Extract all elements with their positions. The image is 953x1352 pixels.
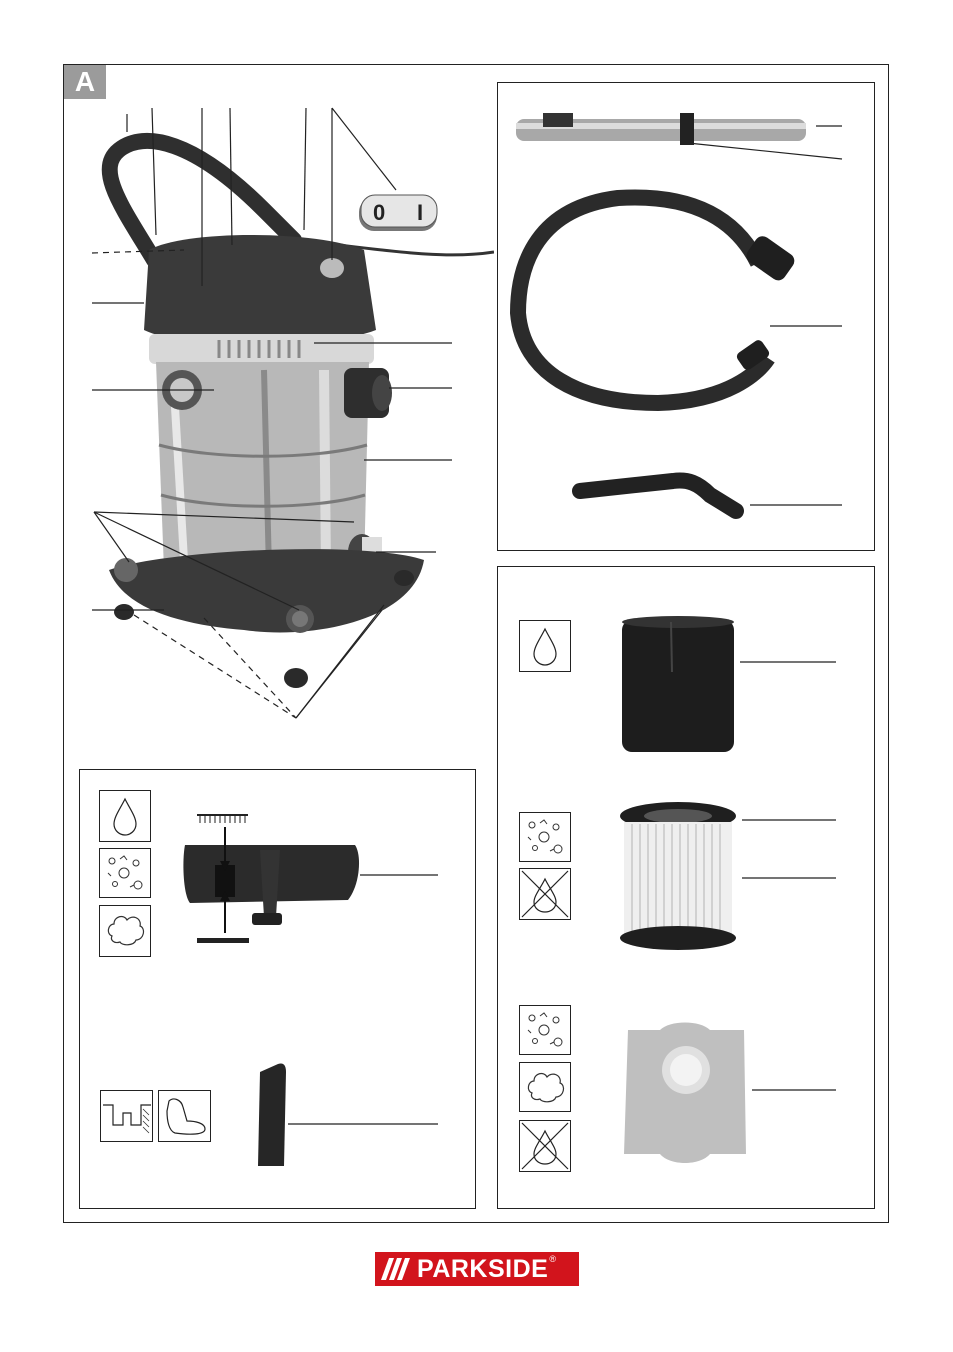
accessories-illustration <box>509 113 843 519</box>
filters-panel <box>497 566 875 1209</box>
dry-debris-icon <box>527 1012 563 1047</box>
fine-dust-icon-box-floor <box>99 905 151 957</box>
paper-dust-bag <box>624 1022 746 1163</box>
brand-name: PARKSIDE <box>417 1255 549 1283</box>
dry-icon-box <box>519 812 571 862</box>
brand-registered-mark: ® <box>549 1254 556 1264</box>
crevice-icon <box>103 1104 151 1134</box>
fine-dust-icon-box <box>519 1062 571 1112</box>
fine-dust-icon <box>527 1072 565 1103</box>
dry-icon-box-2 <box>519 1005 571 1055</box>
foam-filter-leader <box>740 661 836 663</box>
extension-tube <box>516 113 806 145</box>
switch-off-label: 0 <box>373 200 385 225</box>
logo-slashes-icon <box>381 1258 410 1280</box>
water-drop-icon <box>113 797 137 836</box>
vacuum-cleaner-illustration <box>91 107 494 719</box>
fine-dust-icon <box>107 915 145 946</box>
parkside-logo: PARKSIDE® <box>375 1252 579 1286</box>
no-wet-icon-box-2 <box>519 1120 571 1172</box>
crevice-nozzle <box>258 1063 438 1166</box>
figure-label: A <box>64 65 106 99</box>
curved-suction-tube <box>572 472 744 519</box>
accessories-panel <box>497 82 875 551</box>
suction-hose <box>509 189 775 412</box>
nozzles-panel <box>79 769 476 1209</box>
motor-head <box>144 235 376 345</box>
foam-filter <box>622 616 734 752</box>
power-switch-graphic: 0 I <box>359 194 438 231</box>
ventilation-grille <box>149 334 374 364</box>
crevice-icon-box <box>100 1090 153 1142</box>
no-wet-icon <box>521 870 569 918</box>
wet-icon-box <box>519 620 571 672</box>
upholstery-icon-box <box>158 1090 211 1142</box>
dry-debris-icon <box>527 819 563 854</box>
paper-bag-leader <box>752 1089 836 1091</box>
no-wet-icon <box>521 1122 569 1170</box>
water-drop-icon <box>533 627 557 666</box>
castor-base <box>109 549 424 633</box>
switch-on-label: I <box>417 200 423 225</box>
wet-icon-box-floor <box>99 790 151 842</box>
floor-nozzle <box>183 814 438 943</box>
dry-icon-box-floor <box>99 848 151 898</box>
dry-debris-icon <box>107 855 143 890</box>
pleated-filter-leaders <box>742 819 836 879</box>
upholstery-icon <box>166 1098 206 1135</box>
figure-frame <box>63 64 889 1223</box>
no-wet-icon-box <box>519 868 571 920</box>
carry-handle <box>101 132 302 268</box>
steel-tank <box>156 362 369 585</box>
pleated-filter <box>620 802 736 950</box>
